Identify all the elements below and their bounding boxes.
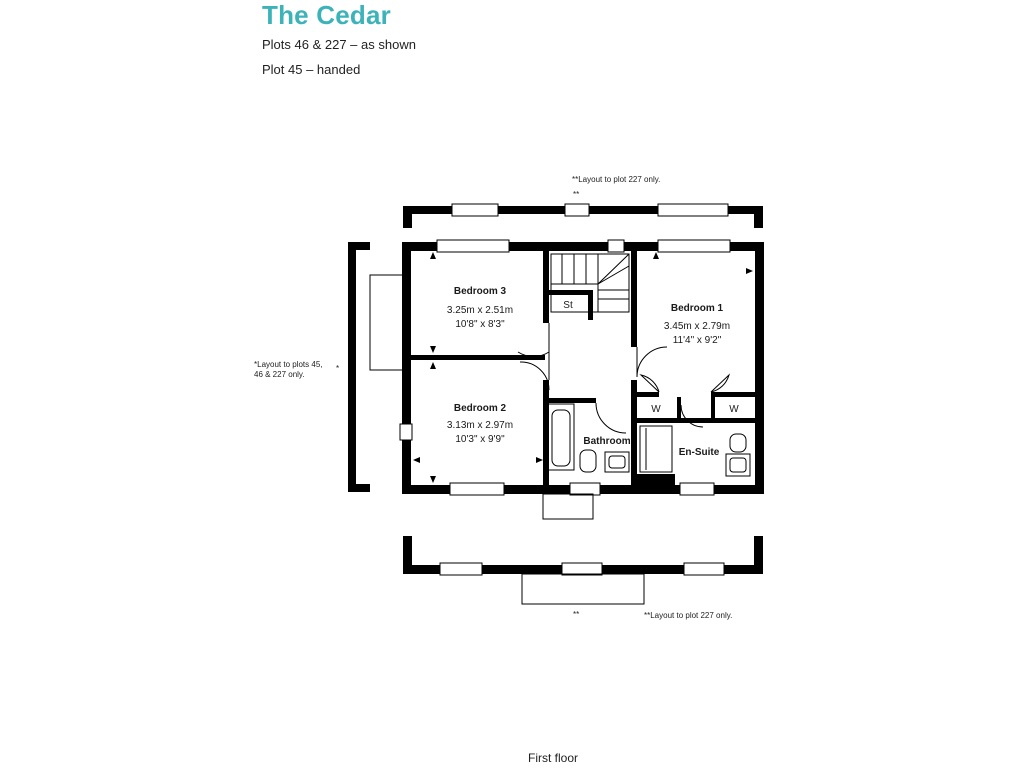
left-alt-bay	[369, 274, 404, 371]
bedroom-3-label: Bedroom 3	[453, 286, 507, 297]
top-alt-windows	[451, 203, 729, 217]
bedroom-3-metric: 3.25m x 2.51m	[446, 305, 514, 316]
left-layout-marker: *	[336, 364, 340, 373]
bedroom-1-metric: 3.45m x 2.79m	[663, 321, 731, 332]
door-swings	[517, 323, 730, 434]
bottom-alt-windows	[439, 562, 725, 576]
top-layout-note: **Layout to plot 227 only.	[572, 175, 661, 184]
plots-line: Plots 46 & 227 – as shown	[262, 37, 416, 52]
store-label: St	[563, 300, 573, 311]
dimension-arrows	[413, 252, 753, 483]
plan-title: The Cedar	[262, 0, 391, 30]
top-layout-marker: **	[573, 190, 580, 199]
bedroom-2-metric: 3.13m x 2.97m	[446, 420, 514, 431]
left-alt-wall	[348, 242, 370, 492]
bedroom-1-label: Bedroom 1	[670, 303, 724, 314]
main-windows	[399, 239, 731, 496]
left-layout-note-line1: *Layout to plots 45,	[254, 360, 323, 369]
bottom-layout-marker: **	[573, 610, 580, 619]
bath-fittings	[547, 403, 751, 477]
wardrobe-a-label: W	[651, 404, 661, 415]
bedroom-3-imperial: 10'8" x 8'3"	[455, 319, 505, 330]
ensuite-label: En-Suite	[678, 447, 720, 458]
bottom-alt-bay	[521, 573, 645, 605]
left-layout-note-line2: 46 & 227 only.	[254, 370, 305, 379]
bedroom-2-label: Bedroom 2	[453, 403, 507, 414]
bedroom-1-imperial: 11'4" x 9'2"	[672, 335, 722, 346]
floor-caption: First floor	[528, 751, 579, 765]
staircase	[550, 253, 630, 313]
internal-walls	[411, 251, 755, 486]
bedroom-2-imperial: 10'3" x 9'9"	[455, 434, 505, 445]
bathroom-label: Bathroom	[583, 436, 631, 447]
bottom-layout-note: **Layout to plot 227 only.	[644, 611, 733, 620]
handed-line: Plot 45 – handed	[262, 62, 361, 77]
wardrobe-b-label: W	[729, 404, 739, 415]
bathroom-projection	[542, 493, 594, 520]
